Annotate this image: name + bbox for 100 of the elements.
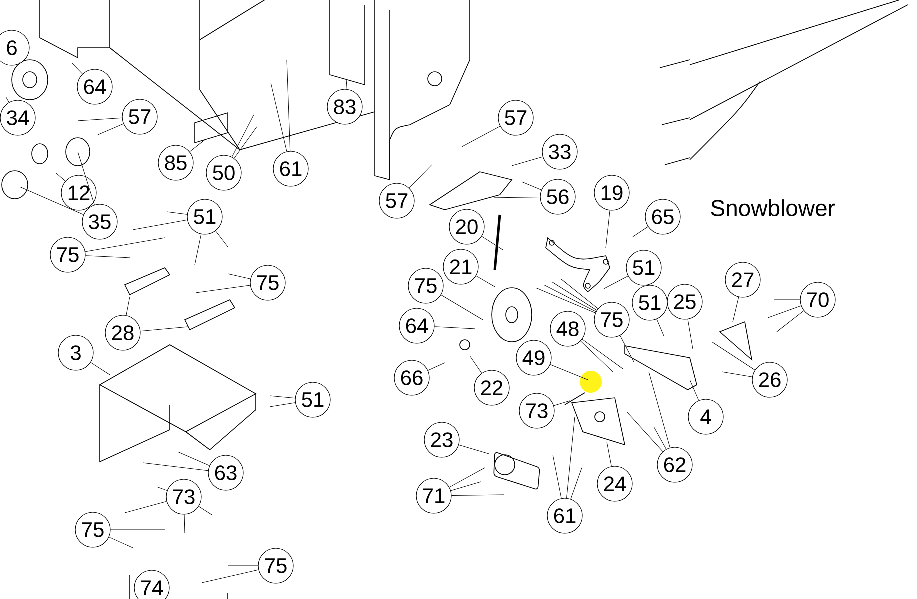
leader-line	[604, 276, 628, 290]
callout-number: 51	[187, 199, 223, 235]
leader-line	[560, 278, 598, 310]
leader-line	[620, 336, 634, 362]
leader-line	[522, 182, 542, 190]
callout-number: 26	[752, 362, 788, 398]
leader-line	[232, 114, 254, 158]
leader-line	[156, 486, 168, 492]
leader-line	[202, 570, 259, 584]
leader-line	[216, 230, 228, 248]
leader-line	[450, 482, 482, 492]
callout-number: 61	[547, 498, 583, 534]
leader-line	[190, 140, 206, 152]
callout-number: 64	[399, 308, 435, 344]
leader-line	[512, 156, 544, 166]
leader-line	[86, 256, 130, 258]
leader-line	[476, 276, 496, 288]
callout-number: 22	[474, 370, 510, 406]
callout-number: 12	[61, 175, 97, 211]
leader-line	[18, 62, 20, 64]
leader-line	[606, 442, 612, 467]
callout-number: 51	[626, 250, 662, 286]
leader-line	[166, 212, 188, 215]
callout-number: 75	[250, 265, 286, 301]
callout-number: 57	[498, 100, 534, 136]
leader-line	[270, 396, 296, 399]
callout-number: 61	[273, 151, 309, 187]
callout-number: 83	[327, 89, 363, 125]
leader-line	[20, 186, 84, 216]
leader-line	[409, 164, 432, 188]
callout-number: 4	[688, 399, 724, 435]
leader-line	[606, 210, 610, 248]
callout-number: 56	[540, 179, 576, 215]
leader-line	[470, 356, 482, 374]
leader-line	[124, 501, 168, 514]
callout-number: 51	[295, 382, 331, 418]
leader-line	[554, 400, 570, 406]
callout-number: 64	[77, 69, 113, 105]
leader-line	[458, 444, 490, 454]
leader-line	[198, 506, 212, 516]
callout-number: 71	[416, 478, 452, 514]
leader-line	[184, 514, 186, 534]
callout-number: 75	[75, 512, 111, 548]
callout-number: 51	[632, 285, 668, 321]
callout-number: 34	[0, 100, 36, 136]
leader-line	[178, 452, 210, 466]
callout-number: 73	[519, 393, 555, 429]
leader-line	[768, 306, 802, 318]
leader-line	[648, 372, 670, 448]
callout-number: 57	[379, 183, 415, 219]
callout-number: 23	[424, 422, 460, 458]
leader-line	[196, 285, 251, 294]
leader-line	[654, 426, 667, 450]
leader-line	[552, 282, 598, 311]
callout-number: 49	[516, 340, 552, 376]
leader-line	[712, 342, 756, 370]
leader-line	[346, 80, 348, 90]
callout-number: 28	[105, 315, 141, 351]
callout-number: 35	[82, 204, 118, 240]
leader-line	[6, 96, 10, 103]
leader-line	[580, 341, 614, 372]
leader-line	[690, 380, 700, 401]
leader-line	[140, 326, 188, 332]
callout-number: 6	[0, 30, 30, 66]
leader-line	[441, 294, 484, 320]
leader-line	[494, 197, 540, 198]
callout-number: 19	[594, 175, 630, 211]
leader-line	[270, 402, 296, 408]
callout-number: 48	[550, 311, 586, 347]
callout-number: 75	[258, 548, 294, 584]
leader-line	[552, 454, 562, 499]
leader-line	[732, 297, 740, 322]
callout-number: 70	[800, 282, 836, 318]
callout-number: 57	[122, 99, 158, 135]
callout-number: 75	[408, 268, 444, 304]
leader-line	[132, 220, 188, 230]
leader-line	[462, 126, 501, 148]
leader-line	[656, 319, 664, 336]
callout-number: 75	[594, 302, 630, 338]
leader-line	[722, 372, 753, 378]
leader-line	[536, 288, 596, 314]
leader-line	[126, 296, 130, 316]
callout-number: 75	[50, 237, 86, 273]
callout-number: 25	[667, 284, 703, 320]
callout-number: 62	[657, 447, 693, 483]
leader-line	[566, 416, 576, 499]
callout-number: 33	[542, 134, 578, 170]
leader-line	[56, 172, 66, 182]
leader-line	[482, 236, 504, 250]
leader-line	[270, 82, 288, 152]
leader-line	[632, 226, 648, 238]
callout-number: 66	[394, 360, 430, 396]
leader-line	[108, 537, 134, 548]
callout-number: 27	[725, 262, 761, 298]
callout-number: 3	[58, 335, 94, 371]
leader-line	[234, 126, 258, 159]
leader-line	[626, 412, 664, 452]
leader-line	[142, 462, 209, 472]
leader-line	[90, 362, 110, 376]
leader-line	[98, 124, 124, 136]
